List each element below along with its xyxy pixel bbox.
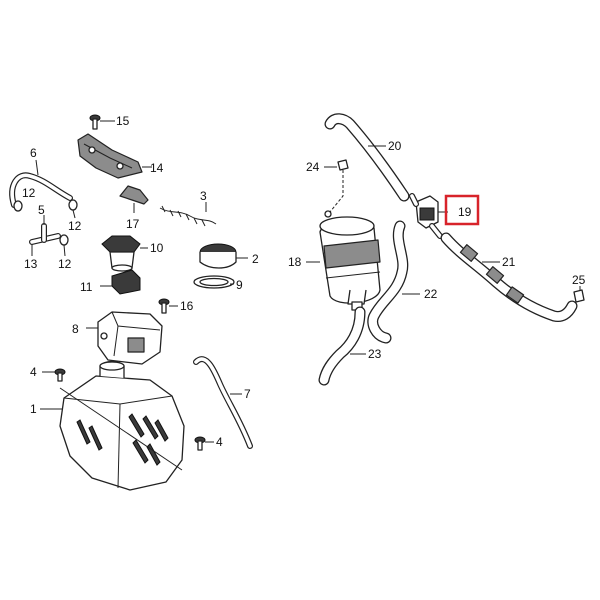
- callout-19: 19: [458, 205, 472, 219]
- part-25-clip: [573, 286, 585, 303]
- callout-17: 17: [126, 217, 140, 231]
- part-16-bolt: [158, 298, 178, 314]
- part-4-bolt-a: [42, 368, 66, 382]
- part-18-fuel-pump: [306, 210, 381, 311]
- callout-25: 25: [572, 273, 586, 287]
- part-5-tee-joint: [29, 215, 61, 245]
- part-3-cable: [159, 202, 217, 227]
- part-12-clamp-b: [68, 199, 78, 219]
- callout-12-c: 12: [58, 257, 72, 271]
- callout-16: 16: [180, 299, 194, 313]
- part-6-bent-pipe: [9, 159, 73, 208]
- callout-19-highlight-box: [444, 194, 480, 226]
- callout-1: 1: [30, 402, 37, 416]
- part-8-canister: [86, 311, 163, 365]
- part-22-hose: [367, 220, 420, 344]
- callout-22: 22: [424, 287, 438, 301]
- callout-14: 14: [150, 161, 164, 175]
- part-10-valve: [101, 235, 148, 272]
- callout-9: 9: [236, 278, 243, 292]
- part-9-gasket: [193, 275, 235, 289]
- part-15-bolt: [89, 114, 115, 130]
- callout-10: 10: [150, 241, 164, 255]
- callout-12-b: 12: [68, 219, 82, 233]
- part-12-clamp-a: [13, 200, 23, 212]
- callout-8: 8: [72, 322, 79, 336]
- callout-6: 6: [30, 146, 37, 160]
- callout-4-a: 4: [30, 365, 37, 379]
- part-19-valve: [409, 193, 448, 239]
- part-2-fuel-cap: [199, 243, 248, 269]
- callout-3: 3: [200, 189, 207, 203]
- callout-11: 11: [80, 280, 93, 294]
- callout-20: 20: [388, 139, 402, 153]
- part-7-hose: [193, 356, 253, 449]
- callout-18: 18: [288, 255, 302, 269]
- callout-7: 7: [244, 387, 251, 401]
- part-21-fuel-line: [440, 232, 578, 322]
- part-23-hose: [318, 306, 366, 386]
- part-17-small-bracket: [119, 185, 149, 213]
- callout-2: 2: [252, 252, 259, 266]
- callout-12-a: 12: [22, 186, 36, 200]
- part-12-clamp-c: [59, 234, 69, 257]
- callout-5: 5: [38, 203, 45, 217]
- part-4-bolt-b: [194, 436, 214, 451]
- callout-21: 21: [502, 255, 516, 269]
- callout-4-b: 4: [216, 435, 223, 449]
- part-24-clip: [324, 159, 349, 213]
- callout-15: 15: [116, 114, 130, 128]
- callout-24: 24: [306, 160, 320, 174]
- part-11-rubber-block: [100, 269, 141, 295]
- callout-13: 13: [24, 257, 38, 271]
- callout-labels: 15 14 6 12 12 5 13 12 3 17 10 2 11 9 16 …: [22, 114, 586, 449]
- callout-23: 23: [368, 347, 382, 361]
- part-1-fuel-tank: [40, 360, 185, 491]
- part-14-bracket: [77, 133, 152, 179]
- part-20-breather-hose: [324, 113, 410, 202]
